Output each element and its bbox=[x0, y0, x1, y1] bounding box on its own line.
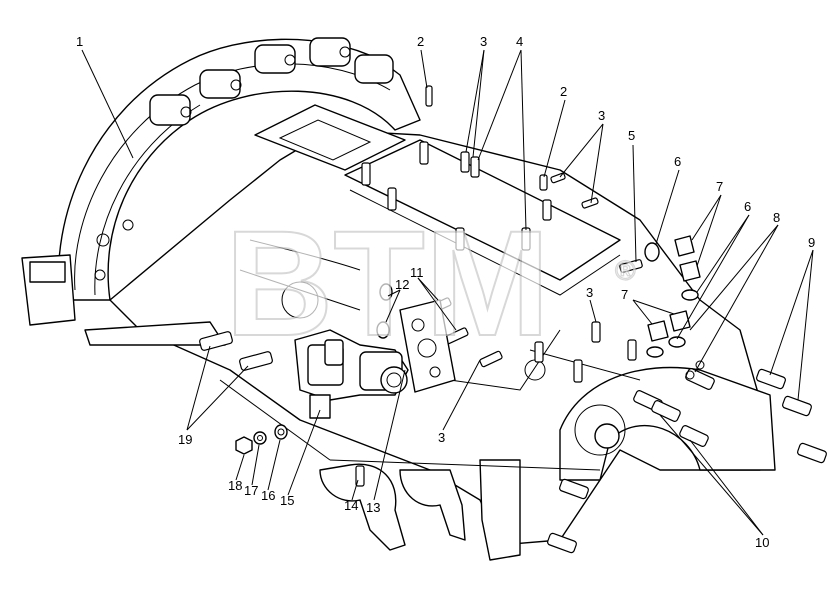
callout-10: 10 bbox=[755, 535, 769, 550]
callout-3: 3 bbox=[586, 285, 593, 300]
callout-6: 6 bbox=[744, 199, 751, 214]
callout-14: 14 bbox=[344, 498, 358, 513]
valve-assembly-15 bbox=[294, 329, 409, 419]
callout-11: 11 bbox=[410, 265, 424, 280]
callout-5: 5 bbox=[628, 128, 635, 143]
leader-lines bbox=[81, 49, 814, 536]
plugs-and-washers bbox=[644, 235, 705, 380]
callout-2: 2 bbox=[560, 84, 567, 99]
callout-7: 7 bbox=[621, 287, 628, 302]
watermark-registered-mark: ® bbox=[615, 255, 636, 286]
callout-2: 2 bbox=[417, 34, 424, 49]
callout-labels: 1 2 3 4 2 3 5 6 7 6 8 9 11 12 3 7 19 3 1… bbox=[76, 34, 815, 550]
cover-plate-13 bbox=[376, 283, 456, 393]
callout-13: 13 bbox=[366, 500, 380, 515]
callout-7: 7 bbox=[716, 179, 723, 194]
callout-17: 17 bbox=[244, 483, 258, 498]
callout-12: 12 bbox=[395, 277, 409, 292]
callout-9: 9 bbox=[808, 235, 815, 250]
watermark-text: BTM bbox=[225, 199, 550, 367]
callout-3: 3 bbox=[438, 430, 445, 445]
studs-and-bolts bbox=[199, 85, 827, 554]
callout-3: 3 bbox=[480, 34, 487, 49]
callout-15: 15 bbox=[280, 493, 294, 508]
callout-16: 16 bbox=[261, 488, 275, 503]
callout-6: 6 bbox=[674, 154, 681, 169]
small-fasteners bbox=[235, 424, 365, 487]
callout-3: 3 bbox=[598, 108, 605, 123]
callout-1: 1 bbox=[76, 34, 83, 49]
callout-18: 18 bbox=[228, 478, 242, 493]
callout-8: 8 bbox=[773, 210, 780, 225]
btm-watermark: BTM ® bbox=[224, 198, 637, 368]
callout-4: 4 bbox=[516, 34, 523, 49]
bell-housing-part-1 bbox=[21, 37, 421, 326]
callout-19: 19 bbox=[178, 432, 192, 447]
